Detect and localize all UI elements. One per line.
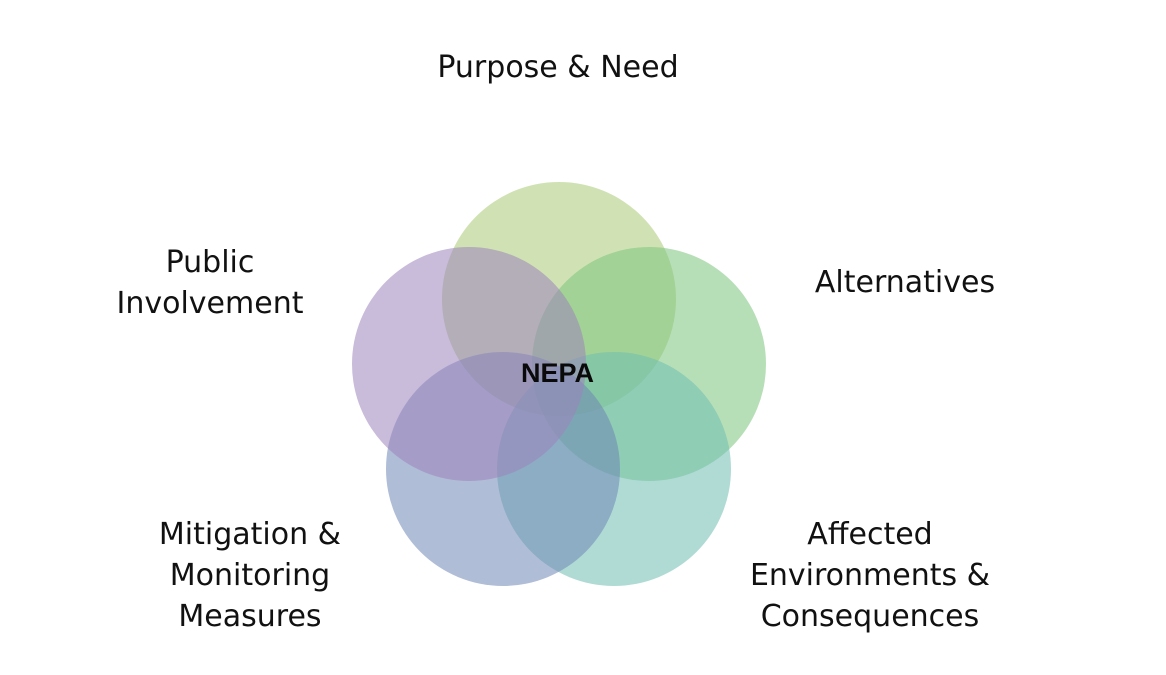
label-line: Purpose & Need [437, 50, 679, 85]
label-line: Environments & [749, 558, 991, 593]
label-line: Monitoring [169, 558, 331, 593]
label-mitigation-monitoring: Mitigation & Monitoring Measures [100, 514, 400, 637]
label-purpose-and-need: Purpose & Need [358, 47, 758, 88]
label-line: Public [165, 245, 255, 280]
label-public-involvement: Public Involvement [80, 242, 340, 324]
label-affected-environments: Affected Environments & Consequences [710, 514, 1030, 637]
label-line: Mitigation & [158, 517, 342, 552]
label-alternatives: Alternatives [760, 262, 1050, 303]
label-line: Alternatives [814, 265, 996, 300]
label-line: Consequences [760, 599, 980, 634]
center-label-nepa: NEPA [520, 358, 594, 388]
label-line: Involvement [116, 286, 304, 321]
label-line: Measures [178, 599, 322, 634]
circle-public-involvement [352, 247, 586, 481]
label-line: Affected [807, 517, 933, 552]
